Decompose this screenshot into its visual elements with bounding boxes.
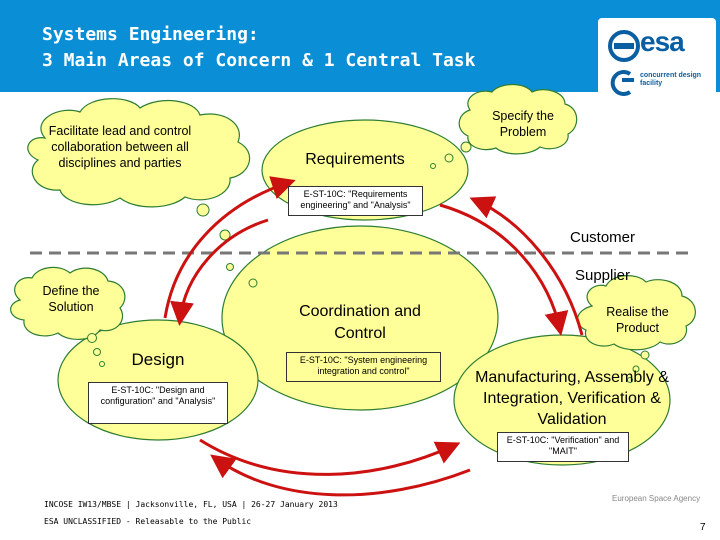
specify-text: Specify the Problem (492, 109, 554, 139)
cdf-logo: concurrent design facility (640, 72, 702, 87)
requirements-standard: E-ST-10C: "Requirements engineering" and… (288, 186, 423, 216)
supplier-label: Supplier (574, 267, 631, 284)
design-standard: E-ST-10C: "Design and configuration" and… (88, 382, 228, 424)
arrow-manufacturing-to-requirements (469, 196, 584, 336)
define-text: Define the Solution (42, 284, 100, 314)
coordination-title: Coordination and Control (299, 303, 421, 342)
realise-text: Realise the Product (606, 305, 669, 335)
realise-bubble-3 (627, 377, 633, 383)
arrow-design-to-requirements (163, 176, 296, 319)
realise-cloud (576, 275, 696, 351)
specify-bubble-3 (430, 163, 436, 169)
footer-classification: ESA UNCLASSIFIED - Releasable to the Pub… (44, 517, 252, 526)
design-title: Design (131, 350, 185, 369)
customer-label: Customer (569, 229, 636, 246)
footer-agency: European Space Agency (612, 494, 701, 503)
facilitate-bubble-4 (248, 278, 258, 288)
arrow-manufacturing-to-design (210, 454, 471, 497)
page-number: 7 (700, 522, 706, 533)
arrow-requirements-to-design (170, 218, 269, 326)
esa-logo-icon (608, 30, 640, 62)
facilitate-cloud (27, 98, 251, 208)
facilitate-text: Facilitate lead and control collaboratio… (48, 124, 192, 170)
specify-cloud (458, 83, 578, 155)
arrow-requirements-to-manufacturing (439, 203, 569, 336)
footer-event: INCOSE IW13/MBSE | Jacksonville, FL, USA… (44, 500, 338, 509)
coordination-standard: E-ST-10C: "System engineering integratio… (286, 352, 441, 382)
define-cloud (10, 266, 126, 340)
define-bubble-1 (87, 333, 97, 343)
define-bubble-3 (99, 361, 105, 367)
requirements-title: Requirements (305, 151, 405, 168)
realise-bubble-2 (632, 365, 640, 373)
facilitate-bubble-1 (196, 203, 210, 217)
manufacturing-title: Manufacturing, Assembly & Integration, V… (475, 369, 669, 428)
specify-bubble-1 (460, 141, 472, 153)
cdf-logo-icon (610, 70, 634, 96)
realise-bubble-1 (640, 350, 650, 360)
facilitate-bubble-3 (226, 263, 234, 271)
facilitate-bubble-2 (219, 229, 231, 241)
specify-bubble-2 (444, 153, 454, 163)
manufacturing-standard: E-ST-10C: "Verification" and "MAIT" (497, 432, 629, 462)
define-bubble-2 (93, 348, 101, 356)
esa-logo: esa (640, 26, 685, 57)
arrow-design-to-manufacturing (199, 438, 461, 476)
slide-title: Systems Engineering: 3 Main Areas of Con… (42, 24, 476, 71)
